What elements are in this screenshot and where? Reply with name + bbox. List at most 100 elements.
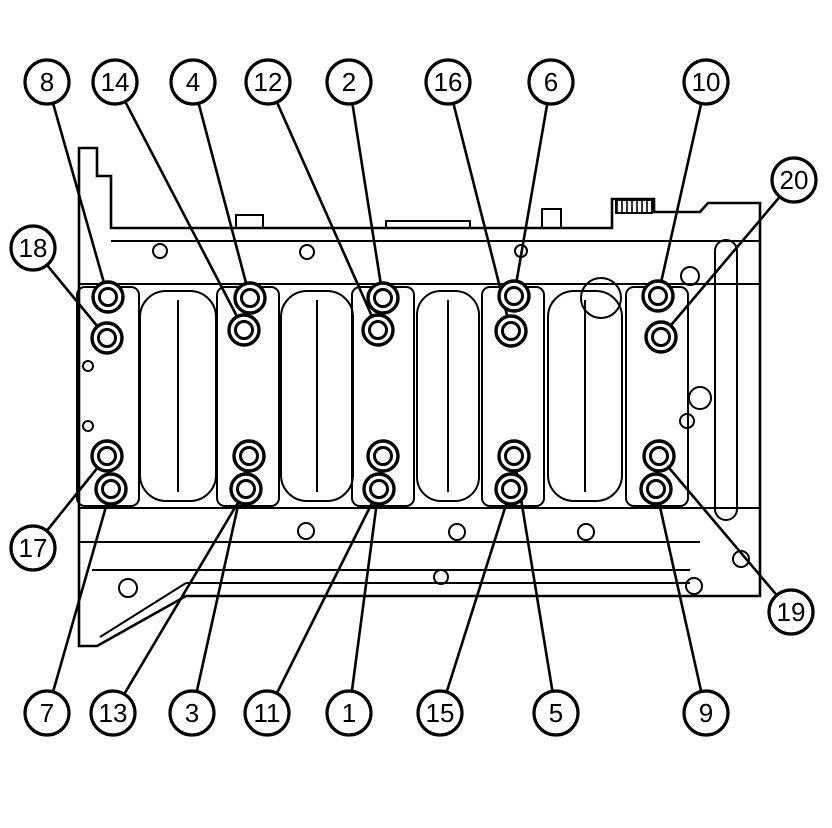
bolt-inner-ring <box>97 328 117 348</box>
callout-circle <box>527 58 575 106</box>
bolt-16 <box>494 314 528 348</box>
callout-label: 18 <box>19 233 48 263</box>
callout-circle <box>243 689 291 737</box>
casting-hole <box>448 523 466 541</box>
bolt-9 <box>639 472 673 506</box>
callout-circle <box>9 224 57 272</box>
leader-line-9 <box>654 488 708 714</box>
bolt-13 <box>229 472 263 506</box>
callout-label: 9 <box>699 698 713 728</box>
callout-label: 2 <box>342 67 356 97</box>
callout-circle <box>682 689 730 737</box>
casting-hole <box>152 243 168 259</box>
bolt-4 <box>233 281 267 315</box>
large-bore-hole <box>580 277 622 319</box>
callout-circle <box>23 58 71 106</box>
callout-3: 3 <box>168 689 216 737</box>
leader-line-2 <box>347 81 385 299</box>
leader-line-19 <box>658 455 792 613</box>
bolt-inner-ring <box>504 446 524 466</box>
callout-6: 6 <box>527 58 575 106</box>
bolt-19 <box>642 439 676 473</box>
callout-2: 2 <box>325 58 373 106</box>
callout-circle <box>169 58 217 106</box>
callout-circle <box>9 524 57 572</box>
bolt-inner-ring <box>648 286 668 306</box>
counterweight-4 <box>547 290 623 502</box>
leader-line-13 <box>111 488 248 714</box>
leader-line-8 <box>45 81 110 298</box>
callout-circle <box>244 58 292 106</box>
bolt-inner-ring <box>234 320 254 340</box>
callout-circle <box>767 588 815 636</box>
bolt-7 <box>94 472 128 506</box>
bolt-inner-ring <box>236 479 256 499</box>
callout-label: 14 <box>101 67 130 97</box>
callout-19: 19 <box>767 588 815 636</box>
leader-line-14 <box>113 81 246 331</box>
casting-hole <box>688 386 712 410</box>
callout-4: 4 <box>169 58 217 106</box>
callout-circle <box>23 689 71 737</box>
callout-circle <box>325 58 373 106</box>
bolt-2 <box>366 281 400 315</box>
callout-15: 15 <box>416 689 464 737</box>
leader-line-20 <box>660 179 795 338</box>
bolt-inner-ring <box>373 446 393 466</box>
callout-label: 8 <box>40 67 54 97</box>
callout-circle <box>91 58 139 106</box>
block-outline <box>77 146 762 648</box>
counterweight-1 <box>139 290 217 502</box>
bolt-1 <box>366 439 400 473</box>
callout-label: 20 <box>780 165 809 195</box>
bolt-inner-ring <box>373 288 393 308</box>
bolt-inner-ring <box>239 446 259 466</box>
callout-16: 16 <box>424 58 472 106</box>
callout-7: 7 <box>23 689 71 737</box>
callout-13: 13 <box>89 689 137 737</box>
callout-circle <box>325 689 373 737</box>
bolt-10 <box>641 279 675 313</box>
casting-hole <box>82 420 94 432</box>
callout-1: 1 <box>325 689 373 737</box>
callout-label: 16 <box>434 67 463 97</box>
bolt-inner-ring <box>651 327 671 347</box>
leader-line-12 <box>266 81 380 331</box>
casting-hole <box>297 522 315 540</box>
bolt-14 <box>227 313 261 347</box>
callout-circle <box>682 58 730 106</box>
callout-label: 4 <box>186 67 200 97</box>
leader-line-11 <box>265 488 381 714</box>
callout-label: 6 <box>544 67 558 97</box>
callout-label: 7 <box>40 698 54 728</box>
casting-hole <box>679 413 695 429</box>
callout-circle <box>424 58 472 106</box>
bolt-inner-ring <box>101 479 121 499</box>
callout-circle <box>168 689 216 737</box>
callout-20: 20 <box>770 156 818 204</box>
leader-line-6 <box>512 81 553 297</box>
counterweight-2 <box>280 290 354 502</box>
callout-label: 19 <box>777 597 806 627</box>
callout-label: 3 <box>185 698 199 728</box>
top-flange-tabs <box>235 208 562 228</box>
bolt-8 <box>91 280 125 314</box>
leader-line-10 <box>656 81 708 297</box>
hatched-boss <box>615 199 653 214</box>
callout-label: 12 <box>254 67 283 97</box>
bolt-inner-ring <box>98 287 118 307</box>
leader-line-15 <box>438 488 513 714</box>
casting-hole <box>685 577 703 595</box>
callout-label: 13 <box>99 698 128 728</box>
bolt-inner-ring <box>501 321 521 341</box>
callout-9: 9 <box>682 689 730 737</box>
callout-10: 10 <box>682 58 730 106</box>
leader-lines-layer <box>31 81 795 714</box>
bolt-11 <box>362 472 396 506</box>
casting-hole <box>299 244 315 260</box>
bolt-5 <box>497 439 531 473</box>
callout-circle <box>532 689 580 737</box>
